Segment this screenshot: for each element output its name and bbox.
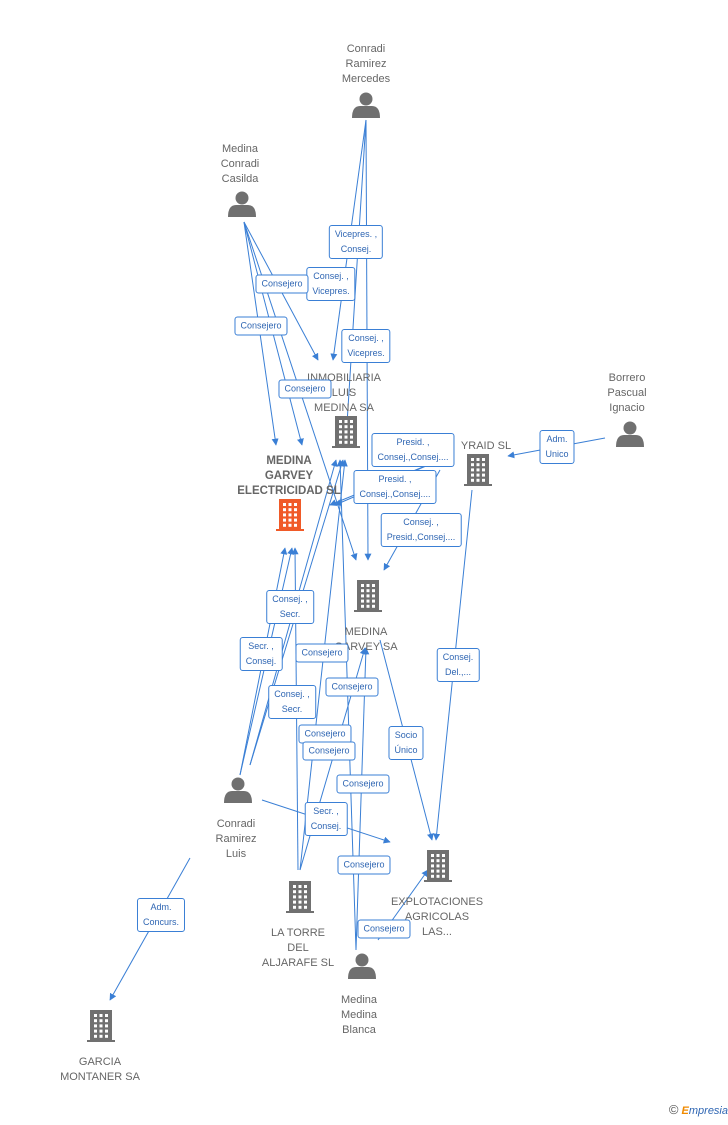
edge-line [355,647,370,951]
edge-label[interactable]: Socio Único [388,726,424,760]
edge-label[interactable]: Consejero [302,741,356,761]
brand-name: mpresia [688,1105,728,1117]
building-icon[interactable] [87,1010,115,1042]
edge-line [336,459,357,951]
edge-label[interactable]: Presid. , Consej.,Consej.... [353,470,437,504]
edge-label[interactable]: Consejero [325,677,379,697]
edge-label[interactable]: Secr. , Consej. [239,637,283,671]
edge-label[interactable]: Vicepres. , Consej. [328,225,384,259]
node-label-medina-medina-blanca[interactable]: Medina Medina Blanca [340,994,378,1036]
edge-label[interactable]: Adm. Concurs. [136,898,186,932]
edge-label[interactable]: Consej. , Vicepres. [306,267,356,301]
building-icon[interactable] [286,881,314,913]
edge-label[interactable]: Presid. , Consej.,Consej.... [371,433,455,467]
edge-line [342,119,367,441]
edge-label[interactable]: Consej. , Presid.,Consej.... [380,513,462,547]
edge-label[interactable]: Consej. , Secr. [268,685,316,719]
edge-label[interactable]: Consej. , Secr. [266,590,314,624]
node-label-conradi-ramirez-mercedes[interactable]: Conradi Ramirez Mercedes [341,43,391,85]
building-icon[interactable] [332,416,360,448]
edge-label[interactable]: Consejero [255,274,309,294]
edge-label[interactable]: Adm. Unico [539,430,575,464]
node-label-borrero-pascual-ignacio[interactable]: Borrero Pascual Ignacio [607,372,647,414]
node-label-la-torre-del-aljarafe[interactable]: LA TORRE DEL ALJARAFE SL [261,927,335,969]
edge-label[interactable]: Consejero [337,855,391,875]
person-icon[interactable] [616,421,644,448]
edge-label[interactable]: Consejero [234,316,288,336]
person-icon[interactable] [352,92,380,119]
edge-label[interactable]: Consejero [295,643,349,663]
person-icon[interactable] [348,953,376,980]
node-label-medina-garvey-electricidad[interactable]: MEDINA GARVEY ELECTRICIDAD SL [237,455,341,497]
building-icon[interactable] [354,580,382,612]
node-label-garcia-montaner[interactable]: GARCIA MONTANER SA [60,1056,140,1083]
node-label-explotaciones-agricolas[interactable]: EXPLOTACIONES AGRICOLAS LAS... [390,896,484,938]
brand-initial: E [681,1105,689,1117]
edge-line [299,459,348,871]
edge-label[interactable]: Consej. , Vicepres. [341,329,391,363]
edge-label[interactable]: Consejero [278,379,332,399]
edge-label[interactable]: Secr. , Consej. [304,802,348,836]
person-icon[interactable] [228,191,256,218]
building-icon[interactable] [276,499,304,531]
building-icon[interactable] [464,454,492,486]
person-icon[interactable] [224,777,252,804]
node-label-medina-conradi-casilda[interactable]: Medina Conradi Casilda [220,143,260,185]
node-label-yraid-sl[interactable]: YRAID SL [460,440,512,452]
node-label-conradi-ramirez-luis[interactable]: Conradi Ramirez Luis [215,818,257,860]
building-icon[interactable] [424,850,452,882]
copyright-symbol: © [668,1102,679,1117]
edge-label[interactable]: Consej. Del.,... [436,648,480,682]
edge-label[interactable]: Consejero [336,774,390,794]
footer-brand: © Empresia [669,1102,728,1117]
edge-label[interactable]: Consejero [357,919,411,939]
